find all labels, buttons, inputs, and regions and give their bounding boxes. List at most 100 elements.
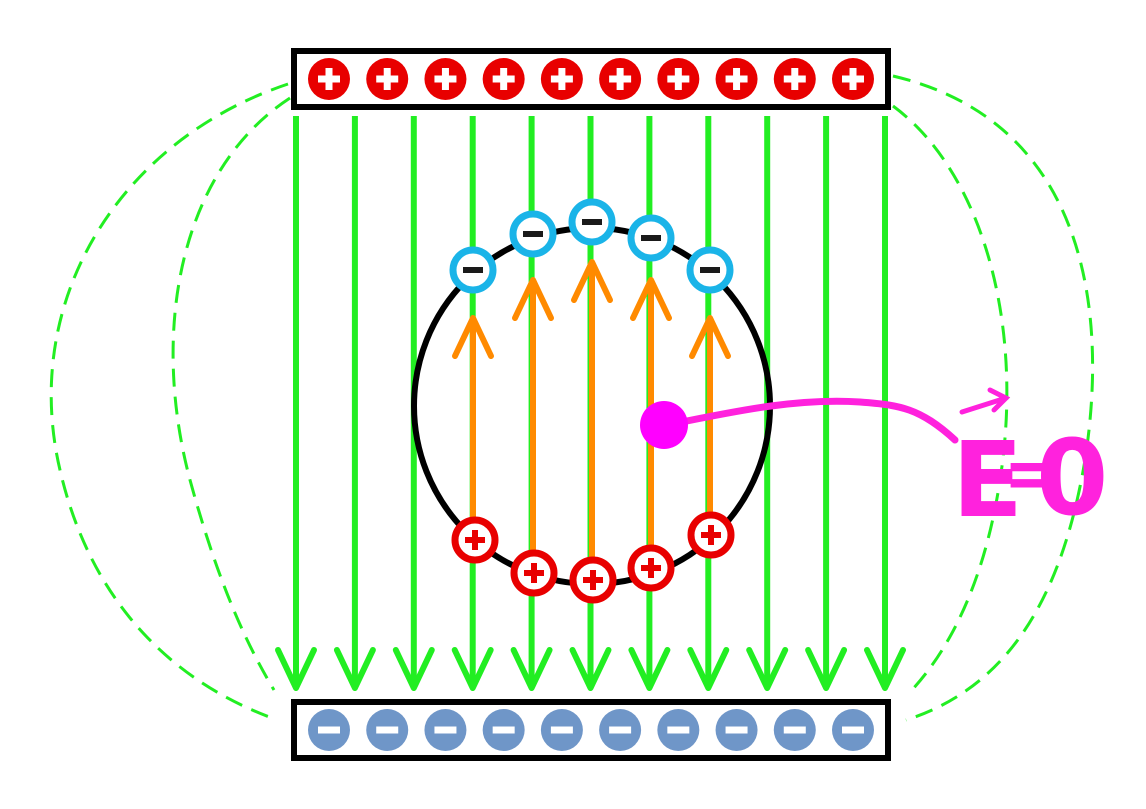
positive-charge-icon bbox=[308, 58, 350, 100]
fringe-field-line bbox=[892, 74, 1095, 722]
induced-field-lines bbox=[452, 259, 731, 578]
negative-charge-icon bbox=[599, 709, 642, 751]
negative-charge-icon bbox=[832, 709, 874, 751]
positive-charge-icon bbox=[599, 58, 642, 100]
induced-field-line bbox=[571, 259, 613, 578]
fringe-field-line bbox=[49, 82, 289, 720]
negative-charge-icon bbox=[424, 709, 467, 751]
arrowhead-down-icon bbox=[392, 647, 435, 691]
arrowhead-up-icon bbox=[512, 277, 554, 321]
induced-negative-charge-icon bbox=[449, 246, 497, 294]
charge-bar-vertical bbox=[674, 68, 682, 90]
charge-bar-vertical bbox=[616, 68, 624, 90]
arrowhead-down-icon bbox=[628, 647, 671, 691]
positive-charge-icon bbox=[424, 58, 467, 100]
charge-bar-vertical bbox=[733, 68, 741, 90]
induced-positive-charge-icon bbox=[510, 549, 558, 597]
vector-arrow-icon bbox=[959, 387, 1011, 415]
equals-sign: = bbox=[1003, 431, 1063, 515]
charge-bar-vertical bbox=[849, 68, 857, 90]
induced-negative-charge-icon bbox=[627, 214, 675, 262]
arrowhead-down-icon bbox=[510, 647, 553, 691]
induced-field-line bbox=[512, 277, 554, 572]
minus-bar bbox=[582, 219, 602, 225]
zero-value: 0 bbox=[1036, 417, 1108, 539]
positive-plate bbox=[291, 48, 891, 110]
charge-bar-vertical bbox=[383, 68, 391, 90]
field-symbol: E bbox=[952, 419, 1023, 541]
minus-bar bbox=[700, 267, 720, 273]
positive-charge-icon bbox=[657, 58, 700, 100]
arrowhead-up-icon bbox=[452, 315, 494, 359]
minus-bar bbox=[523, 231, 543, 237]
zero-field-annotation: E = 0 bbox=[640, 387, 1108, 541]
induced-positive-charge-icon bbox=[687, 511, 735, 559]
arrowhead-down-icon bbox=[864, 647, 906, 691]
positive-charge-icon bbox=[482, 58, 525, 100]
charge-bar-horizontal bbox=[783, 726, 806, 734]
fringe-field-line bbox=[892, 104, 1009, 694]
induced-field-line bbox=[452, 315, 494, 538]
fringe-field-lines bbox=[49, 74, 1095, 722]
fringe-field-line bbox=[171, 96, 291, 691]
arrowhead-down-icon bbox=[746, 647, 789, 691]
positive-charge-icon bbox=[715, 58, 758, 100]
minus-bar bbox=[463, 267, 483, 273]
external-field-line bbox=[333, 116, 376, 691]
minus-bar bbox=[641, 235, 661, 241]
induced-negative-charge-icon bbox=[686, 246, 734, 294]
charge-bar-horizontal bbox=[842, 726, 864, 734]
plus-bar-vertical bbox=[708, 525, 714, 545]
charge-bar-horizontal bbox=[725, 726, 748, 734]
plates bbox=[291, 48, 891, 761]
negative-plate bbox=[291, 699, 891, 761]
arrowhead-down-icon bbox=[687, 647, 730, 691]
positive-charge-icon bbox=[366, 58, 409, 100]
negative-charge-icon bbox=[773, 709, 816, 751]
induced-positive-charge-icon bbox=[627, 544, 675, 592]
positive-charge-icon bbox=[540, 58, 583, 100]
charge-bar-vertical bbox=[791, 68, 799, 90]
arrowhead-up-icon bbox=[571, 259, 613, 303]
arrowhead-up-icon bbox=[630, 277, 672, 321]
induced-charges bbox=[449, 198, 735, 604]
negative-charge-icon bbox=[657, 709, 700, 751]
arrowhead-down-icon bbox=[275, 647, 317, 691]
charge-bar-horizontal bbox=[434, 726, 457, 734]
plus-bar-vertical bbox=[648, 558, 654, 578]
arrowhead-down-icon bbox=[333, 647, 376, 691]
negative-charge-icon bbox=[366, 709, 409, 751]
interior-point bbox=[640, 401, 688, 449]
plus-bar-vertical bbox=[531, 563, 537, 583]
plus-bar-vertical bbox=[590, 570, 596, 590]
charge-bar-horizontal bbox=[609, 726, 632, 734]
charge-bar-horizontal bbox=[376, 726, 399, 734]
induced-positive-charge-icon bbox=[451, 516, 499, 564]
induced-negative-charge-icon bbox=[509, 210, 557, 258]
charge-bar-horizontal bbox=[318, 726, 340, 734]
charge-bar-horizontal bbox=[550, 726, 573, 734]
positive-charge-icon bbox=[773, 58, 816, 100]
charge-bar-vertical bbox=[500, 68, 508, 90]
charge-bar-horizontal bbox=[667, 726, 690, 734]
plus-bar-vertical bbox=[472, 530, 478, 550]
arrowhead-up-icon bbox=[689, 315, 731, 359]
charge-bar-vertical bbox=[441, 68, 449, 90]
annotation-leader-line bbox=[668, 397, 959, 444]
arrowhead-down-icon bbox=[805, 647, 848, 691]
charge-bar-vertical bbox=[325, 68, 333, 90]
induced-positive-charge-icon bbox=[569, 556, 617, 604]
charge-bar-horizontal bbox=[492, 726, 515, 734]
external-field-line bbox=[275, 116, 317, 691]
induced-field-line bbox=[689, 315, 731, 536]
negative-charge-icon bbox=[540, 709, 583, 751]
negative-charge-icon bbox=[482, 709, 525, 751]
arrowhead-down-icon bbox=[451, 647, 494, 691]
induced-negative-charge-icon bbox=[568, 198, 616, 246]
arrowhead-down-icon bbox=[569, 647, 612, 691]
negative-charge-icon bbox=[715, 709, 758, 751]
charge-bar-vertical bbox=[558, 68, 566, 90]
positive-charge-icon bbox=[832, 58, 874, 100]
